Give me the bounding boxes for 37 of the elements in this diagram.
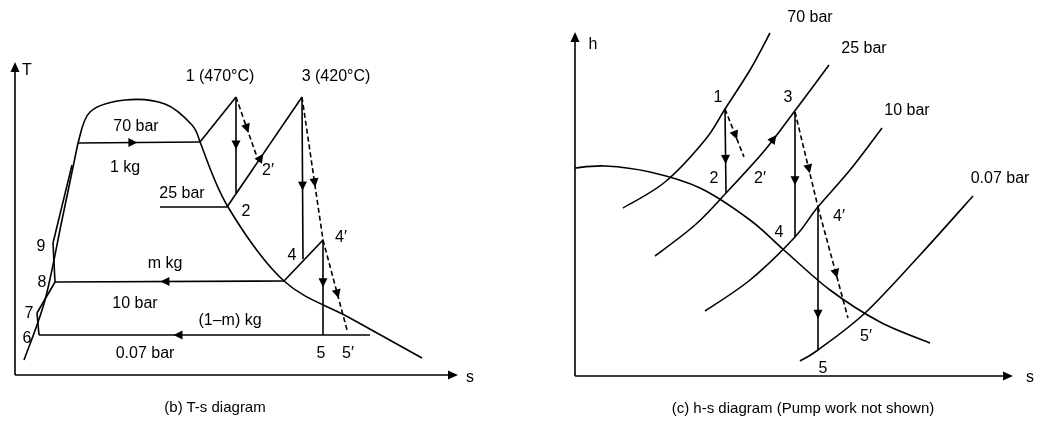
state-point-label: 4′ <box>833 208 845 224</box>
state-point-label: 3 <box>783 89 793 105</box>
pressure-label: 25 bar <box>841 40 887 56</box>
state-point-label: 4 <box>287 247 297 263</box>
axis-label: h <box>588 36 598 52</box>
pressure-label: 0.07 bar <box>115 345 175 361</box>
mass-label: m kg <box>147 255 183 271</box>
state-point-label: 4 <box>774 224 784 240</box>
pressure-label: 70 bar <box>113 118 159 134</box>
state-point-label: 5′ <box>860 328 872 344</box>
mass-label: (1–m) kg <box>198 312 262 328</box>
state-point-label: 5 <box>818 360 828 376</box>
state-point-label: 8 <box>37 274 47 290</box>
state-point-label: 9 <box>36 238 46 254</box>
pressure-label: 10 bar <box>112 295 158 311</box>
state-point-label: 2 <box>709 170 719 186</box>
state-point-label: 2 <box>241 203 251 219</box>
pressure-label: 70 bar <box>787 9 833 25</box>
state-point-label: 1 <box>713 89 723 105</box>
state-point-label: 2′ <box>754 170 766 186</box>
state-point-label: 6 <box>22 330 32 346</box>
pressure-label: 25 bar <box>159 185 205 201</box>
mass-label: 1 kg <box>109 159 141 175</box>
caption: (c) h-s diagram (Pump work not shown) <box>671 399 935 415</box>
state-point-label: 4′ <box>335 229 347 245</box>
caption: (b) T-s diagram <box>164 398 266 414</box>
state-point-label: 7 <box>24 305 34 321</box>
state-point-label: 5 <box>316 345 326 361</box>
pressure-label: 0.07 bar <box>970 170 1030 186</box>
axis-label: T <box>22 62 32 78</box>
state-point-label: 1 (470°C) <box>185 68 255 84</box>
axis-label: s <box>1026 369 1034 385</box>
axis-label: s <box>466 369 474 385</box>
state-point-label: 5′ <box>342 345 354 361</box>
state-point-label: 3 (420°C) <box>301 68 371 84</box>
pressure-label: 10 bar <box>884 102 930 118</box>
state-point-label: 2′ <box>262 162 274 178</box>
